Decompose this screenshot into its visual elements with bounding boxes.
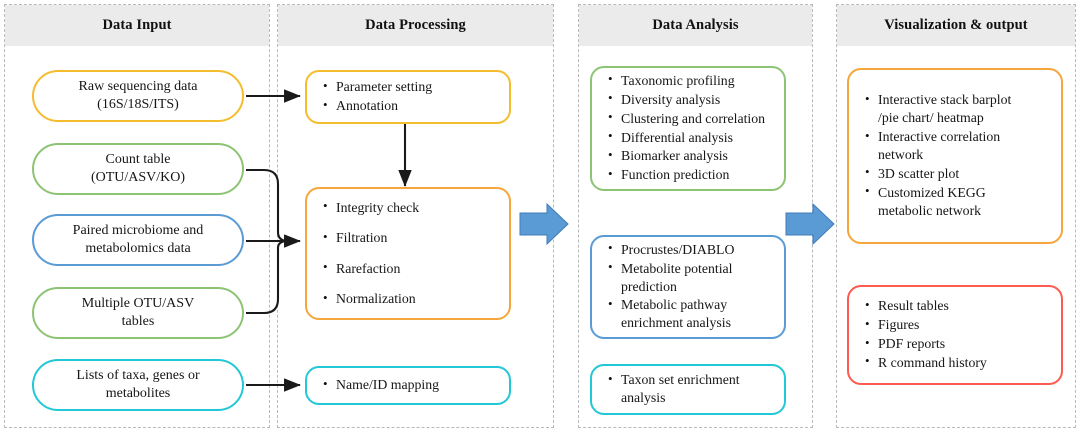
- node-list-preprocessing: Integrity check Filtration Rarefaction N…: [307, 198, 509, 308]
- node-label-lists-of-taxa: Lists of taxa, genes or metabolites: [76, 368, 200, 401]
- node-multiple-otu-tables[interactable]: Multiple OTU/ASV tables: [32, 287, 244, 339]
- list-item: Name/ID mapping: [323, 376, 501, 394]
- list-item: Taxonomic profiling: [608, 71, 776, 90]
- list-item: Diversity analysis: [608, 90, 776, 109]
- list-item: Filtration: [323, 229, 501, 247]
- node-parameter-annotation[interactable]: Parameter setting Annotation: [305, 70, 511, 124]
- list-item: Annotation: [323, 97, 501, 115]
- node-count-table[interactable]: Count table (OTU/ASV/KO): [32, 143, 244, 195]
- list-item: Clustering and correlation: [608, 109, 776, 128]
- panel-title-data-processing: Data Processing: [365, 17, 466, 33]
- list-item: Procrustes/DIABLO: [608, 240, 776, 259]
- panel-title-data-input: Data Input: [102, 17, 172, 33]
- node-list-integrative-analysis: Procrustes/DIABLO Metabolite potentialpr…: [592, 240, 784, 334]
- node-interactive-visuals[interactable]: Interactive stack barplot/pie chart/ hea…: [847, 68, 1063, 244]
- panel-header-visualization-output: Visualization & output: [837, 5, 1075, 46]
- list-item: Result tables: [865, 297, 1053, 315]
- list-item: PDF reports: [865, 335, 1053, 353]
- node-paired-omics-data[interactable]: Paired microbiome and metabolomics data: [32, 214, 244, 266]
- node-list-name-id-mapping: Name/ID mapping: [307, 376, 509, 395]
- list-item: 3D scatter plot: [865, 164, 1053, 183]
- list-item: Integrity check: [323, 198, 501, 217]
- list-item: Rarefaction: [323, 259, 501, 278]
- list-item: R command history: [865, 353, 1053, 372]
- panel-header-data-input: Data Input: [5, 5, 269, 46]
- list-item: Biomarker analysis: [608, 147, 776, 165]
- panel-header-data-analysis: Data Analysis: [579, 5, 812, 46]
- node-label-count-table: Count table (OTU/ASV/KO): [90, 152, 186, 185]
- list-item: Function prediction: [608, 166, 776, 184]
- list-item: Parameter setting: [323, 78, 501, 96]
- list-item: Differential analysis: [608, 128, 776, 147]
- node-label-paired-omics-data: Paired microbiome and metabolomics data: [72, 223, 204, 256]
- list-item: Normalization: [323, 290, 501, 308]
- panel-title-data-analysis: Data Analysis: [652, 17, 739, 33]
- panel-header-data-processing: Data Processing: [278, 5, 553, 46]
- node-label-raw-sequencing-data: Raw sequencing data (16S/18S/ITS): [78, 79, 198, 112]
- node-name-id-mapping[interactable]: Name/ID mapping: [305, 366, 511, 405]
- node-label-multiple-otu-tables: Multiple OTU/ASV tables: [81, 296, 195, 329]
- node-list-core-analysis: Taxonomic profiling Diversity analysis C…: [592, 71, 784, 186]
- panel-title-visualization-output: Visualization & output: [884, 17, 1028, 33]
- node-integrative-analysis[interactable]: Procrustes/DIABLO Metabolite potentialpr…: [590, 235, 786, 339]
- node-raw-sequencing-data[interactable]: Raw sequencing data (16S/18S/ITS): [32, 70, 244, 122]
- list-item: Figures: [865, 316, 1053, 334]
- node-lists-of-taxa[interactable]: Lists of taxa, genes or metabolites: [32, 359, 244, 411]
- node-list-parameter-annotation: Parameter setting Annotation: [307, 78, 509, 116]
- node-exportable-results[interactable]: Result tables Figures PDF reports R comm…: [847, 285, 1063, 385]
- node-core-analysis[interactable]: Taxonomic profiling Diversity analysis C…: [590, 66, 786, 191]
- node-preprocessing[interactable]: Integrity check Filtration Rarefaction N…: [305, 187, 511, 320]
- node-list-interactive-visuals: Interactive stack barplot/pie chart/ hea…: [849, 91, 1061, 220]
- list-item: Interactive stack barplot/pie chart/ hea…: [865, 91, 1053, 127]
- node-list-exportable-results: Result tables Figures PDF reports R comm…: [849, 297, 1061, 373]
